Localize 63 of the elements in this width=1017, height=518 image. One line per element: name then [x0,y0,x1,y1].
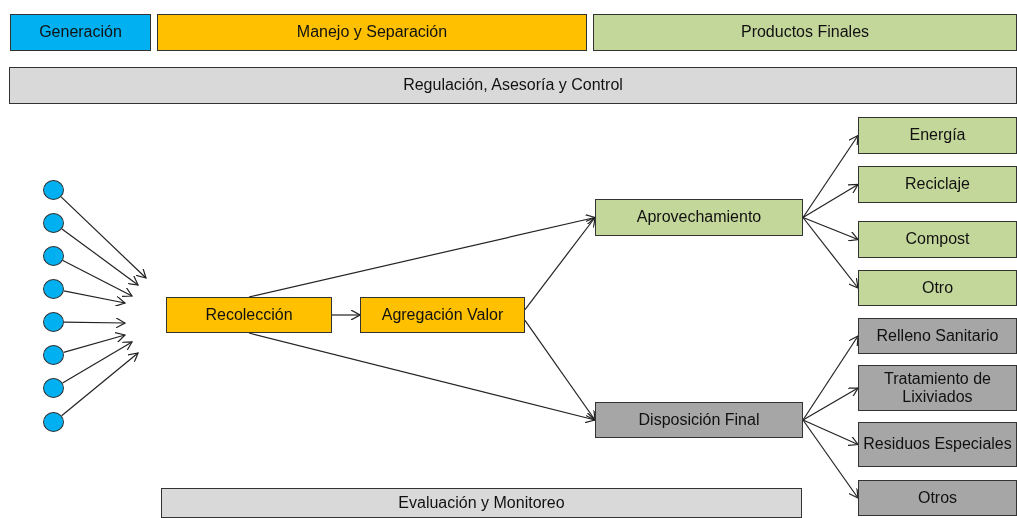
source-circle [43,378,64,398]
arrow [524,216,596,311]
process-box [360,297,525,333]
node-label: Reciclaje [904,175,971,194]
arrow [524,319,596,421]
node-label: Energía [908,126,967,145]
outcome-box [858,365,1017,411]
source-circle [43,279,64,299]
stage-header [10,14,151,51]
node-label: Generación [38,23,123,42]
node-label: Recolección [204,305,294,325]
banner [9,67,1017,104]
arrow [61,341,133,384]
arrow [63,332,126,353]
node-label: Agregación Valor [380,305,505,325]
node-label: Compost [904,230,971,249]
source-circle [43,246,64,266]
stage-header [593,14,1017,51]
arrow [802,134,859,219]
node-label: Relleno Sanitario [875,326,1000,346]
arrow [802,216,859,242]
process-box [166,297,332,333]
process-box [595,199,803,236]
source-circle [43,345,64,365]
arrow [802,419,859,446]
node-label: Residuos Especiales [862,435,1013,454]
node-label: Disposición Final [637,410,761,430]
banner [161,488,802,518]
arrow [331,309,361,321]
outcome-box [858,318,1017,354]
source-circle [43,213,64,233]
source-circle [43,180,64,200]
node-label: Tratamiento de Lixiviados [883,369,992,407]
outcome-box [858,166,1017,203]
arrow [802,419,859,499]
arrow [62,259,133,297]
arrow [802,183,859,219]
node-label: Otro [920,278,955,298]
process-box [595,402,803,438]
node-label: Aprovechamiento [635,208,763,227]
node-label: Productos Finales [739,23,871,42]
arrow [63,317,126,329]
arrow [61,352,139,417]
node-label: Regulación, Asesoría y Control [402,76,624,95]
node-label: Otros [916,488,959,508]
outcome-box [858,270,1017,306]
stage-header [157,14,587,51]
outcome-box [858,480,1017,516]
source-circle [43,312,64,332]
arrow [802,335,859,421]
arrow [248,214,596,298]
outcome-box [858,117,1017,154]
node-label: Manejo y Separación [295,23,449,42]
node-label: Evaluación y Monitoreo [397,493,566,513]
arrow [248,332,596,424]
source-circle [43,412,64,432]
arrow [802,387,859,421]
arrow [63,290,126,307]
arrow [802,216,859,289]
outcome-box [858,221,1017,258]
arrow [60,196,147,279]
outcome-box [858,422,1017,467]
arrow [61,228,139,286]
